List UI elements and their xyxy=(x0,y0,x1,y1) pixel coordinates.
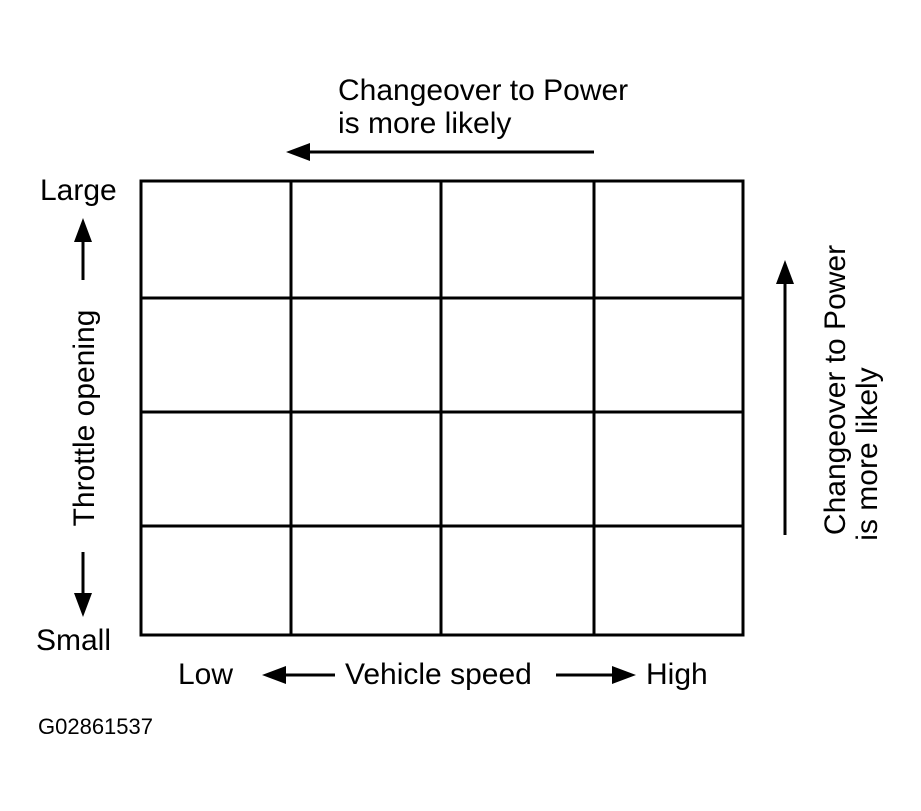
top-annotation-line1: Changeover to Power xyxy=(338,74,628,107)
y-axis-top-label: Large xyxy=(40,174,117,207)
x-axis-label: Vehicle speed xyxy=(345,658,532,691)
x-axis-right-label: High xyxy=(646,658,708,691)
top-left-arrow xyxy=(286,143,594,161)
x-axis-left-label: Low xyxy=(178,658,233,691)
right-annotation-line1: Changeover to Power xyxy=(819,245,852,535)
grid xyxy=(139,179,745,637)
y-axis-down-arrow xyxy=(74,552,92,617)
top-annotation-line2: is more likely xyxy=(338,107,511,140)
x-axis-left-arrow xyxy=(262,666,335,684)
x-axis-right-arrow xyxy=(556,666,636,684)
right-up-arrow xyxy=(776,260,794,535)
y-axis-label: Throttle opening xyxy=(68,310,101,527)
right-annotation-line2: is more likely xyxy=(851,367,884,540)
y-axis-up-arrow xyxy=(74,218,92,280)
figure-id: G02861537 xyxy=(38,714,153,739)
y-axis-bottom-label: Small xyxy=(36,624,111,657)
